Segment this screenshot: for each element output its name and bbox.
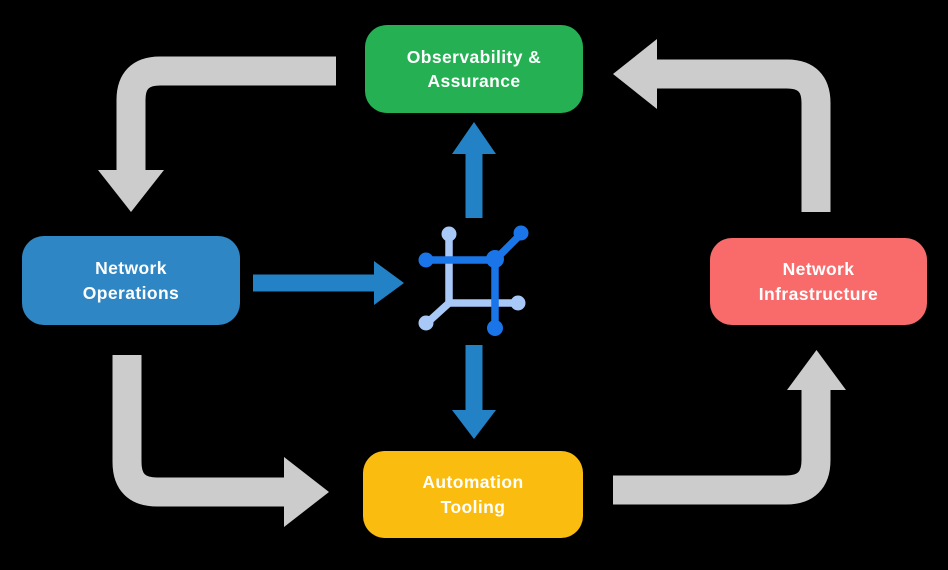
arrowhead-right: [284, 457, 329, 527]
icon-node-top-right: [513, 225, 529, 241]
icon-node-bottom: [487, 320, 503, 336]
arrow-shaft: [116, 56, 336, 172]
arrow-shaft: [112, 355, 286, 507]
icon-node-top: [441, 226, 457, 242]
arrowhead-right: [374, 261, 404, 305]
icon-dark-right-edge: [491, 231, 524, 328]
arrow-shaft: [656, 59, 831, 212]
arrow-icon-to-observability: [452, 122, 496, 218]
arrowhead-up: [452, 122, 496, 154]
node-label: Automation Tooling: [422, 472, 524, 517]
arrowhead-down: [452, 410, 496, 439]
arrow-operations-to-tooling: [112, 355, 329, 527]
network-automation-icon: [418, 225, 529, 336]
node-label: Network Infrastructure: [758, 259, 879, 304]
node-automation-tooling: Automation Tooling: [363, 451, 583, 538]
icon-node-left: [418, 252, 434, 268]
arrow-observability-to-operations: [98, 56, 336, 212]
arrow-icon-to-tooling: [452, 345, 496, 439]
arrow-operations-to-icon: [253, 261, 404, 305]
arrowhead-down: [98, 170, 164, 212]
node-observability-assurance: Observability & Assurance: [365, 25, 583, 113]
arrow-tooling-to-infrastructure: [613, 350, 846, 505]
arrow-shaft: [613, 389, 831, 505]
node-network-operations: Network Operations: [22, 236, 240, 325]
arrowhead-left: [613, 39, 657, 109]
arrow-infrastructure-to-observability: [613, 39, 831, 212]
icon-node-right: [510, 295, 526, 311]
node-label: Network Operations: [82, 258, 180, 303]
node-network-infrastructure: Network Infrastructure: [710, 238, 927, 325]
node-label: Observability & Assurance: [406, 46, 542, 91]
arrowhead-up: [787, 350, 846, 390]
icon-node-bottom-left: [418, 315, 434, 331]
icon-joint-top-right-corner: [486, 250, 504, 268]
